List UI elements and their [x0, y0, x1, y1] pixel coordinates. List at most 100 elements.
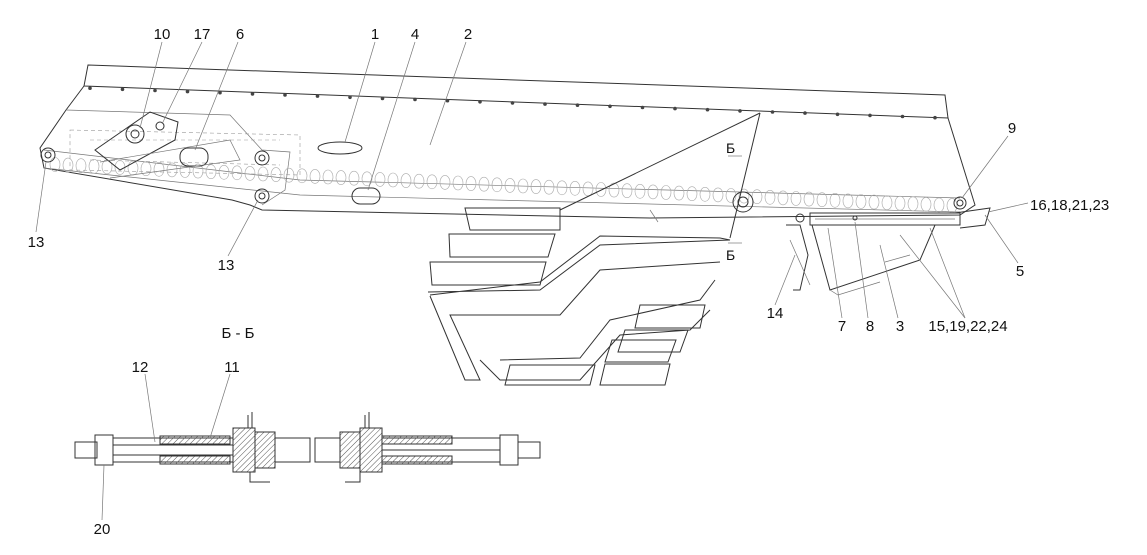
coil-turn	[556, 180, 568, 196]
coil-turn	[478, 176, 490, 192]
chevron-emblem	[427, 207, 731, 386]
bolt	[185, 89, 190, 94]
rollers	[40, 121, 967, 213]
coil-turn	[205, 164, 217, 179]
callout-6: 6	[236, 26, 244, 43]
bolt	[315, 94, 320, 98]
coil-turn	[296, 168, 308, 184]
callout-15-19-22-24: 15,19,22,24	[928, 318, 1007, 335]
coil-turn	[816, 192, 828, 207]
bolt	[575, 103, 580, 107]
coil-turn	[465, 176, 477, 191]
braces	[559, 112, 761, 239]
coil-turn	[400, 173, 412, 188]
coil-turn	[933, 197, 945, 213]
coil-turn	[218, 165, 230, 180]
callout-8: 8	[866, 318, 874, 335]
coil-turn	[244, 166, 256, 181]
bolt	[640, 105, 645, 110]
callout-10: 10	[154, 26, 171, 43]
coil-turn	[634, 184, 646, 199]
bolt	[380, 96, 385, 101]
coil-turn	[88, 159, 100, 174]
bolt	[250, 92, 255, 96]
bolt	[608, 104, 612, 109]
coil-turn	[699, 187, 711, 202]
callout-7: 7	[838, 318, 846, 335]
shaft-section-b-b	[74, 412, 541, 483]
coil-turn	[673, 185, 685, 201]
bolt	[120, 87, 125, 92]
coil-turn	[257, 166, 269, 182]
callout-1: 1	[371, 26, 379, 43]
coil-turn	[374, 172, 386, 187]
section-marker-top: Б	[726, 140, 735, 156]
bolt	[283, 93, 287, 97]
bolt	[413, 97, 417, 102]
coil-turn	[153, 162, 165, 177]
bolt	[770, 110, 775, 114]
coil-turn	[842, 193, 854, 209]
frame-bolts	[88, 86, 937, 120]
coil-turn	[686, 186, 698, 201]
bolt	[738, 109, 742, 113]
coil-turn	[426, 174, 438, 190]
bolt	[835, 112, 840, 117]
callout-3: 3	[896, 318, 904, 335]
section-title: Б - Б	[221, 325, 254, 342]
coil-turn	[894, 195, 906, 211]
callout-11: 11	[224, 359, 240, 376]
callout-12: 12	[132, 359, 149, 376]
coil-turn	[738, 188, 750, 204]
coil-turn	[179, 163, 191, 178]
callout-13-lower: 13	[218, 257, 235, 274]
coil-turn	[751, 189, 763, 204]
bolt	[933, 115, 937, 120]
coil-turn	[920, 197, 932, 212]
support-bracket	[786, 207, 991, 296]
coil-turn	[192, 163, 204, 179]
coil-turn	[946, 198, 958, 213]
coil-turn	[608, 182, 620, 198]
coil-turn	[75, 158, 87, 173]
callout-labels: 10 17 6 1 4 2 9 16,18,21,23 5 13 13 14 7…	[28, 26, 1110, 538]
bolt	[510, 101, 515, 105]
coil-turn	[335, 170, 347, 185]
bolt	[445, 98, 450, 103]
coil-turn	[868, 194, 880, 210]
coil-turn	[348, 170, 360, 186]
coil-turn	[439, 175, 451, 190]
section-marker-bottom: Б	[726, 247, 735, 263]
coil-turn	[660, 185, 672, 200]
coil-turn	[452, 175, 464, 191]
coil-turn	[621, 183, 633, 198]
coil-turn	[309, 169, 321, 184]
bolt	[543, 102, 547, 106]
coil-turn	[712, 187, 724, 203]
coil-turn	[881, 195, 893, 210]
bolt	[705, 107, 710, 112]
coil-turn	[764, 190, 776, 205]
coil-turn	[231, 165, 243, 181]
coil-turn	[803, 191, 815, 207]
callout-17: 17	[194, 26, 211, 43]
coil-turn	[725, 188, 737, 203]
coil-turn	[647, 184, 659, 200]
bolt	[478, 100, 482, 104]
coil-turn	[907, 196, 919, 212]
callout-4: 4	[411, 26, 419, 43]
coil-turn	[582, 181, 594, 197]
coil-turn	[855, 194, 867, 209]
coil-turn	[569, 181, 581, 196]
coil-turn	[517, 178, 529, 194]
coil-turn	[595, 182, 607, 197]
coil-turn	[504, 178, 516, 193]
leader-lines	[35, 41, 1029, 521]
bolt	[868, 113, 872, 118]
coil-turn	[543, 179, 555, 195]
bolt	[88, 86, 92, 90]
bolt	[153, 88, 157, 93]
coil-turn	[283, 167, 295, 183]
